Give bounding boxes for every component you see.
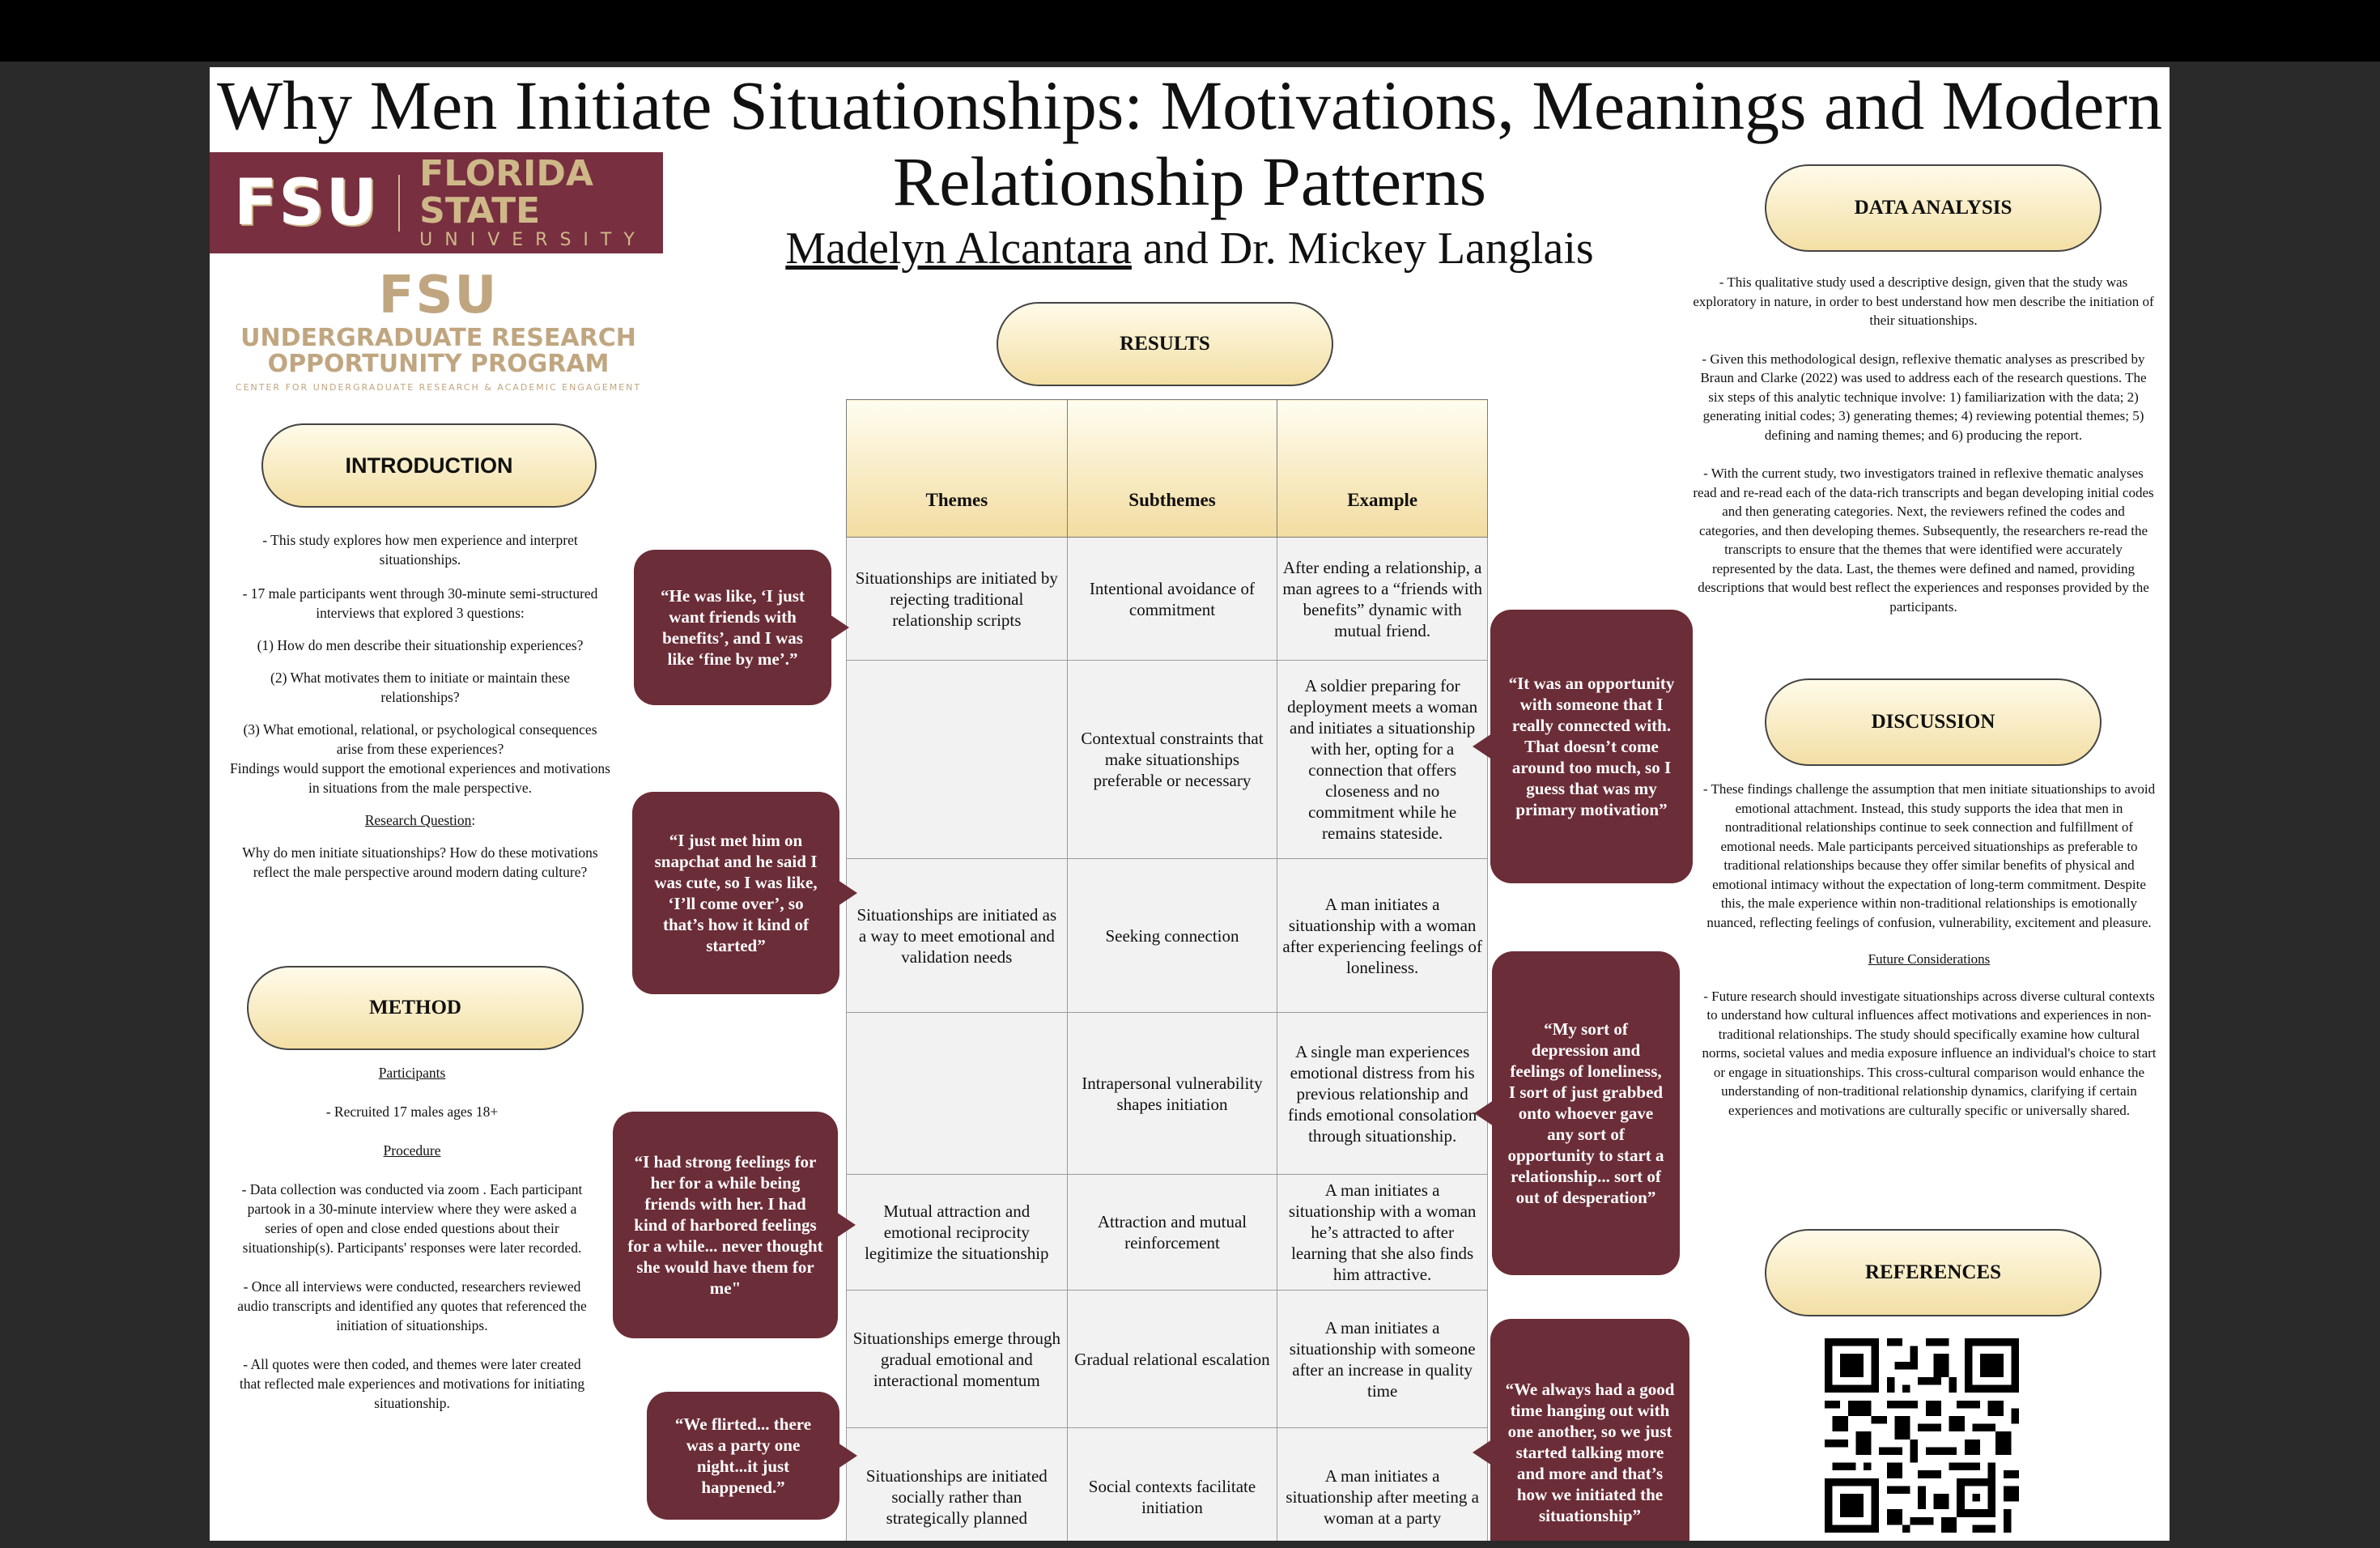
procedure-label: Procedure [383, 1142, 441, 1159]
quote-bubble: “We flirted... there was a party one nig… [647, 1392, 857, 1520]
subtheme-cell: Gradual relational escalation [1066, 1290, 1278, 1428]
method-p2: - Once all interviews were conducted, re… [237, 1278, 587, 1333]
data-analysis-heading: DATA ANALYSIS [1765, 164, 2102, 252]
results-heading: RESULTS [997, 302, 1333, 386]
intro-p1: - This study explores how men experience… [262, 532, 578, 568]
theme-cell: Situationships emerge through gradual em… [846, 1290, 1068, 1428]
discussion-p2: - Future research should investigate sit… [1702, 988, 2157, 1118]
urop-line1: UNDERGRADUATE RESEARCH [240, 324, 636, 352]
intro-p3: Findings would support the emotional exp… [230, 760, 610, 796]
fsu-logo: FSU FLORIDA STATE UNIVERSITY [210, 152, 663, 253]
table-row: Situationships are initiated by rejectin… [846, 537, 1488, 661]
quote-bubble: “My sort of depression and feelings of l… [1474, 951, 1680, 1275]
subtheme-cell: Seeking connection [1066, 858, 1278, 1013]
example-cell: A single man experiences emotional distr… [1277, 1012, 1488, 1175]
data-analysis-p2: - Given this methodological design, refl… [1700, 351, 2147, 443]
subtheme-cell: Attraction and mutual reinforcement [1066, 1174, 1278, 1291]
theme-cell: Situationships are initiated as a way to… [846, 858, 1068, 1013]
first-author: Madelyn Alcantara [785, 223, 1132, 274]
data-analysis-p3: - With the current study, two investigat… [1693, 466, 2154, 615]
col-example: Example [1277, 399, 1488, 538]
theme-cell [846, 1012, 1068, 1175]
research-question-label: Research Question: [230, 810, 610, 830]
method-p1: - Data collection was conducted via zoom… [241, 1181, 583, 1256]
poster-authors: Madelyn Alcantara and Dr. Mickey Langlai… [210, 223, 2170, 274]
discussion-p1: - These findings challenge the assumptio… [1702, 781, 2156, 930]
method-p3: - All quotes were then coded, and themes… [239, 1356, 585, 1411]
theme-cell: Situationships are initiated by rejectin… [846, 537, 1068, 661]
method-heading: METHOD [247, 966, 584, 1050]
introduction-heading: INTRODUCTION [261, 423, 597, 508]
table-row: Intrapersonal vulnerability shapes initi… [846, 1012, 1488, 1175]
subtheme-cell: Contextual constraints that make situati… [1066, 660, 1278, 859]
participants-text: - Recruited 17 males ages 18+ [325, 1104, 499, 1120]
data-analysis-body: - This qualitative study used a descript… [1693, 273, 2154, 616]
example-cell: After ending a relationship, a man agree… [1277, 537, 1488, 661]
introduction-body: - This study explores how men experience… [230, 530, 610, 882]
fsu-mark: FSU [234, 166, 379, 240]
discussion-body: - These findings challenge the assumptio… [1699, 780, 2159, 1120]
subtheme-cell: Intentional avoidance of commitment [1066, 537, 1278, 661]
subtheme-cell: Intrapersonal vulnerability shapes initi… [1066, 1012, 1278, 1175]
discussion-heading: DISCUSSION [1765, 678, 2102, 766]
subtheme-cell: Social contexts facilitate initiation [1066, 1427, 1278, 1541]
intro-q2: (2) What motivates them to initiate or m… [270, 670, 570, 705]
results-table: Themes Subthemes Example Situationships … [846, 399, 1488, 1541]
fsu-name: FLORIDA STATE [419, 153, 593, 232]
theme-cell: Situationships are initiated socially ra… [846, 1427, 1068, 1541]
table-row: Contextual constraints that make situati… [846, 660, 1488, 859]
quote-bubble: “I had strong feelings for her for a whi… [613, 1112, 856, 1338]
research-question: Why do men initiate situationships? How … [242, 844, 598, 880]
rq-colon: : [471, 812, 476, 828]
intro-p2: - 17 male participants went through 30-m… [242, 585, 598, 621]
method-body: Participants - Recruited 17 males ages 1… [234, 1063, 590, 1413]
table-row: Situationships are initiated as a way to… [846, 858, 1488, 1013]
col-subthemes: Subthemes [1066, 399, 1278, 538]
data-analysis-p1: - This qualitative study used a descript… [1693, 274, 2154, 328]
example-cell: A man initiates a situationship after me… [1277, 1427, 1488, 1541]
quote-bubble: “We always had a good time hanging out w… [1473, 1319, 1689, 1541]
urop-line3: CENTER FOR UNDERGRADUATE RESEARCH & ACAD… [235, 382, 642, 393]
intro-q3: (3) What emotional, relational, or psych… [243, 721, 597, 757]
results-header-row: Themes Subthemes Example [846, 399, 1488, 538]
poster-title: Why Men Initiate Situationships: Motivat… [217, 67, 2162, 220]
qr-code-icon[interactable] [1821, 1338, 2023, 1533]
quote-bubble: “He was like, ‘I just want friends with … [634, 550, 849, 705]
theme-cell: Mutual attraction and emotional reciproc… [846, 1174, 1068, 1291]
fsu-logo-divider [397, 174, 401, 232]
quote-bubble: “I just met him on snapchat and he said … [632, 792, 857, 994]
table-row: Situationships are initiated socially ra… [846, 1427, 1488, 1541]
rq-label: Research Question [364, 812, 472, 828]
urop-logo: FSU UNDERGRADUATE RESEARCH OPPORTUNITY P… [210, 266, 667, 393]
top-black-bar [0, 0, 2380, 62]
table-row: Situationships emerge through gradual em… [846, 1290, 1488, 1428]
urop-line2: OPPORTUNITY PROGRAM [267, 350, 610, 378]
fsu-wordmark: FLORIDA STATE UNIVERSITY [419, 153, 663, 251]
col-themes: Themes [846, 399, 1068, 538]
example-cell: A soldier preparing for deployment meets… [1277, 660, 1488, 859]
example-cell: A man initiates a situationship with a w… [1277, 858, 1488, 1013]
other-authors: and Dr. Mickey Langlais [1131, 223, 1594, 274]
table-row: Mutual attraction and emotional reciproc… [846, 1174, 1488, 1291]
intro-q1: (1) How do men describe their situations… [257, 637, 584, 653]
theme-cell [846, 660, 1068, 859]
future-considerations-label: Future Considerations [1868, 951, 1991, 967]
example-cell: A man initiates a situationship with a w… [1277, 1174, 1488, 1291]
participants-label: Participants [378, 1065, 446, 1081]
urop-mark: FSU [378, 266, 499, 325]
quote-bubble: “It was an opportunity with someone that… [1473, 610, 1693, 883]
poster: Why Men Initiate Situationships: Motivat… [210, 67, 2170, 1541]
fsu-university: UNIVERSITY [419, 230, 647, 250]
example-cell: A man initiates a situationship with som… [1277, 1290, 1488, 1428]
references-heading: REFERENCES [1765, 1229, 2102, 1316]
